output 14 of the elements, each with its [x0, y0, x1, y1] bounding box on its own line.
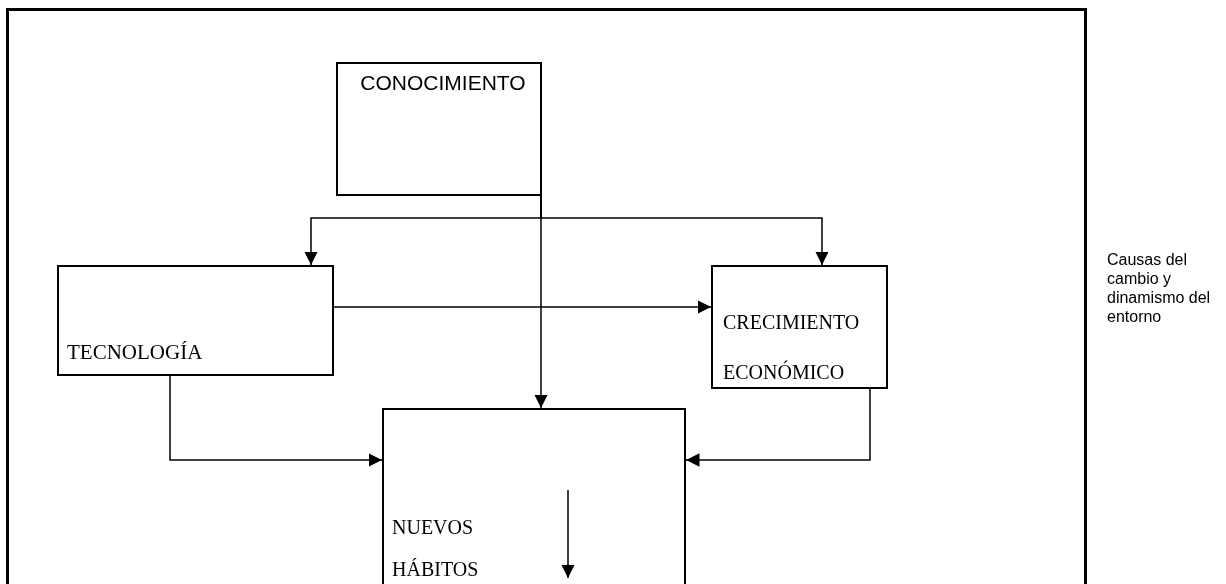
- node-label: CONOCIMIENTO: [359, 70, 527, 96]
- arrow: [534, 195, 548, 409]
- process-box: [336, 62, 542, 196]
- node-label: CRECIMIENTO ECONÓMICO: [723, 310, 861, 385]
- arrow: [333, 300, 712, 314]
- process-box: [57, 265, 334, 376]
- process-box: [382, 408, 686, 584]
- frame-box: [6, 8, 1087, 584]
- side-note: Causas del cambio y dinamismo del entorno: [1107, 250, 1212, 326]
- process-box: [711, 265, 888, 389]
- node-label: TECNOLOGÍA: [67, 339, 204, 365]
- node-label: NUEVOS HÁBITOS: [392, 515, 480, 582]
- arrow: [685, 388, 871, 467]
- arrow: [169, 375, 383, 467]
